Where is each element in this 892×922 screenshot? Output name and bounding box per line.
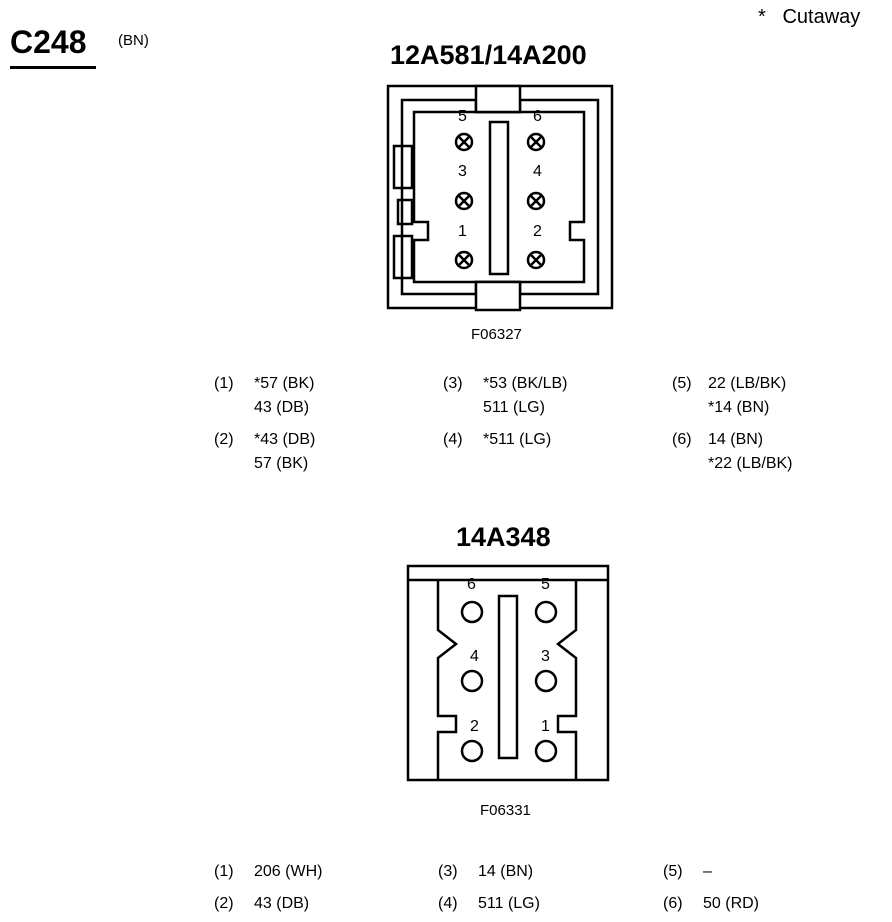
top-pin-row-1: (1) *57 (BK) 43 (DB) — [214, 372, 404, 420]
top-pin-label-2: 2 — [533, 223, 542, 240]
bottom-pin-label-6: 6 — [467, 576, 476, 593]
bottom-pin-row-3: (3) 14 (BN) — [438, 860, 638, 884]
wire-entry: 14 (BN) — [478, 863, 534, 880]
bottom-pin-row-6: (6) 50 (RD) — [663, 892, 863, 916]
bottom-pin-row-1: (1) 206 (WH) — [214, 860, 414, 884]
pin-number: (2) — [214, 895, 234, 912]
pin-number: (1) — [214, 375, 234, 392]
bottom-pin-row-5: (5) – — [663, 860, 863, 884]
top-pin-label-6: 6 — [533, 108, 542, 125]
top-pin-label-3: 3 — [458, 163, 467, 180]
top-part-number: 12A581/14A200 — [390, 40, 587, 70]
bottom-figure-id: F06331 — [480, 802, 531, 819]
bottom-connector-face — [406, 564, 610, 782]
wire-entry: 14 (BN) *22 (LB/BK) — [708, 431, 793, 472]
top-pin-row-5: (5) 22 (LB/BK) *14 (BN) — [672, 372, 872, 420]
wire-entry: 206 (WH) — [254, 863, 323, 880]
bottom-pin-label-4: 4 — [470, 648, 479, 665]
wire-entry: – — [703, 863, 712, 880]
top-pin-row-2: (2) *43 (DB) 57 (BK) — [214, 428, 404, 476]
top-pin-label-5: 5 — [458, 108, 467, 125]
top-pin-row-3: (3) *53 (BK/LB) 511 (LG) — [443, 372, 643, 420]
pin-number: (6) — [663, 895, 683, 912]
pin-number: (2) — [214, 431, 234, 448]
pin-number: (5) — [672, 375, 692, 392]
top-pin-label-4: 4 — [533, 163, 542, 180]
top-pin-label-1: 1 — [458, 223, 467, 240]
bottom-pin-label-2: 2 — [470, 718, 479, 735]
wire-entry: 43 (DB) — [254, 895, 310, 912]
wire-entry: *53 (BK/LB) 511 (LG) — [483, 375, 568, 416]
top-figure-id: F06327 — [471, 326, 522, 343]
bottom-pin-row-4: (4) 511 (LG) — [438, 892, 638, 916]
top-connector-face — [386, 84, 614, 312]
connector-color: (BN) — [118, 32, 149, 49]
connector-id: C248 — [10, 24, 87, 60]
cutaway-legend: * Cutaway — [758, 6, 861, 28]
bottom-pin-label-3: 3 — [541, 648, 550, 665]
bottom-pin-label-5: 5 — [541, 576, 550, 593]
bottom-part-number: 14A348 — [456, 522, 551, 552]
pin-number: (5) — [663, 863, 683, 880]
top-pin-row-6: (6) 14 (BN) *22 (LB/BK) — [672, 428, 872, 476]
wire-entry: 22 (LB/BK) *14 (BN) — [708, 375, 787, 416]
wire-entry: *43 (DB) 57 (BK) — [254, 431, 316, 472]
wire-entry: *511 (LG) — [483, 431, 552, 448]
pin-number: (1) — [214, 863, 234, 880]
wire-entry: 511 (LG) — [478, 895, 540, 912]
top-pin-row-4: (4) *511 (LG) — [443, 428, 643, 452]
wire-entry: 50 (RD) — [703, 895, 760, 912]
bottom-pin-row-2: (2) 43 (DB) — [214, 892, 414, 916]
pin-number: (6) — [672, 431, 692, 448]
pin-number: (4) — [438, 895, 458, 912]
bottom-pin-label-1: 1 — [541, 718, 550, 735]
connector-id-underline — [10, 66, 96, 69]
pin-number: (4) — [443, 431, 463, 448]
pin-number: (3) — [438, 863, 458, 880]
pin-number: (3) — [443, 375, 463, 392]
wire-entry: *57 (BK) 43 (DB) — [254, 375, 315, 416]
